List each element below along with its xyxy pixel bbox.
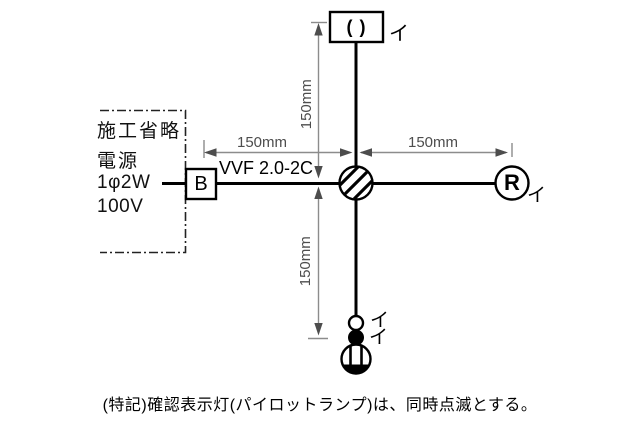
joint-box-symbol	[338, 165, 374, 201]
circuit-label-switch: イ	[369, 327, 389, 348]
special-note: (特記)確認表示灯(パイロットランプ)は、同時点滅とする。	[102, 397, 538, 414]
dimension-arrow-left-icon	[204, 148, 217, 157]
cable-label: VVF 2.0-2C	[219, 158, 314, 178]
outlet-wall-mark	[342, 364, 370, 374]
dimension-label-bottom: 150mm	[296, 236, 314, 287]
joint-box-hatch-icon	[340, 167, 372, 199]
dimension-arrow-down-icon	[314, 323, 323, 336]
circuit-label-ceiling: イ	[389, 23, 409, 45]
dimension-label-top: 150mm	[297, 79, 315, 130]
breaker-label: B	[194, 173, 208, 195]
source-note-text: 施工省略	[97, 121, 182, 142]
source-label-text: 電源	[97, 151, 140, 172]
ceiling-light-box-symbol	[328, 10, 385, 44]
dimension-arrow-right-icon	[340, 148, 353, 157]
dimension-arrow-right-icon	[495, 148, 508, 157]
outlet-symbol	[340, 343, 372, 375]
lamp-receptacle-symbol	[494, 165, 530, 201]
dimension-arrow-down-icon	[314, 166, 323, 179]
circuit-label-receptacle: イ	[527, 185, 547, 206]
pilot-lamp-symbol	[347, 314, 365, 332]
dimension-arrow-up-icon	[314, 23, 323, 36]
source-phase-text: 1φ2W	[97, 172, 151, 193]
dimension-label-right: 150mm	[407, 134, 459, 151]
receptacle-label: R	[504, 170, 520, 195]
breaker-box-symbol	[184, 167, 218, 201]
dimension-arrowheads	[204, 23, 508, 336]
dimension-label-left: 150mm	[236, 134, 288, 151]
dimension-arrow-up-icon	[314, 186, 323, 199]
ceiling-light-glyph: ( )	[346, 17, 367, 37]
dimension-lines	[203, 21, 513, 340]
circuit-label-pilot: イ	[370, 310, 390, 331]
dimension-arrow-left-icon	[359, 148, 372, 157]
source-voltage-text: 100V	[97, 196, 144, 217]
switch-symbol	[348, 329, 364, 346]
